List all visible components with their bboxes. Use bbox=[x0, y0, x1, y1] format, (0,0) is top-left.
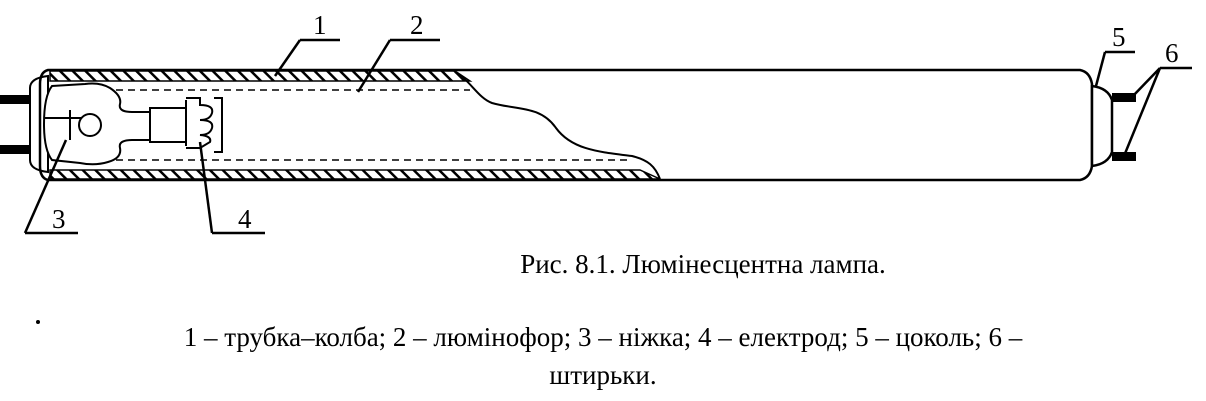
label-phosphor: 2 bbox=[410, 10, 424, 40]
phosphor-layer bbox=[56, 89, 630, 161]
tube-glass-top bbox=[49, 70, 473, 82]
left-pins bbox=[0, 95, 30, 154]
right-base-cap bbox=[1090, 84, 1114, 168]
label-stem: 3 bbox=[52, 204, 66, 234]
label-base: 5 bbox=[1112, 22, 1126, 52]
figure-caption: Рис. 8.1. Люмінесцентна лампа. bbox=[0, 248, 1206, 280]
figure-legend: 1 – трубка–колба; 2 – люмінофор; 3 – ніж… bbox=[0, 318, 1206, 394]
electrode bbox=[149, 97, 223, 153]
label-pins: 6 bbox=[1165, 38, 1179, 68]
figure-caption-text: Рис. 8.1. Люмінесцентна лампа. bbox=[520, 249, 886, 279]
phosphor-cutaway-edge bbox=[454, 71, 661, 180]
stray-mark bbox=[36, 320, 40, 324]
label-tube: 1 bbox=[313, 10, 327, 40]
legend-line-1: 1 – трубка–колба; 2 – люмінофор; 3 – ніж… bbox=[183, 322, 1023, 352]
legend-line-2: штирьки. bbox=[549, 360, 657, 390]
fluorescent-lamp-diagram: 1 2 3 4 5 6 bbox=[0, 10, 1192, 235]
tube-glass-bottom bbox=[49, 169, 661, 180]
callout-lines bbox=[23, 38, 1192, 235]
right-pins bbox=[1112, 93, 1136, 161]
label-electrode: 4 bbox=[238, 204, 252, 234]
tube-outline bbox=[38, 68, 1094, 182]
stem-assembly bbox=[42, 82, 151, 166]
